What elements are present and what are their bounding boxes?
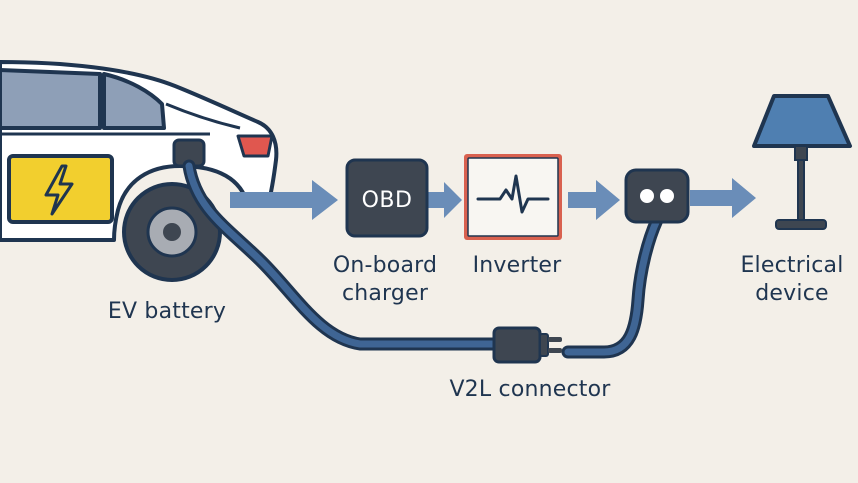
socket-icon <box>624 168 690 224</box>
waveform-icon <box>476 174 550 214</box>
ev-battery-icon <box>7 154 114 224</box>
obd-box-label: OBD <box>362 188 413 213</box>
arrow-car-to-obd <box>230 180 338 220</box>
arrow-obd-to-inverter <box>428 182 462 218</box>
inverter-label: Inverter <box>472 253 562 278</box>
arrow-socket-to-device <box>690 178 756 218</box>
lightning-icon <box>44 164 74 216</box>
on-board-charger-label: On-board charger <box>332 253 438 306</box>
lamp-icon <box>752 94 852 230</box>
arrow-inverter-to-socket <box>568 180 620 220</box>
ev-battery-label: EV battery <box>107 299 227 324</box>
inverter-box <box>464 154 562 240</box>
plug-icon <box>492 326 562 364</box>
flow-arrows <box>230 178 756 220</box>
obd-box: OBD <box>345 158 429 238</box>
electrical-device-label: Electrical device <box>740 253 844 306</box>
v2l-connector-label: V2L connector <box>449 377 611 402</box>
cable-to-socket <box>561 213 664 359</box>
